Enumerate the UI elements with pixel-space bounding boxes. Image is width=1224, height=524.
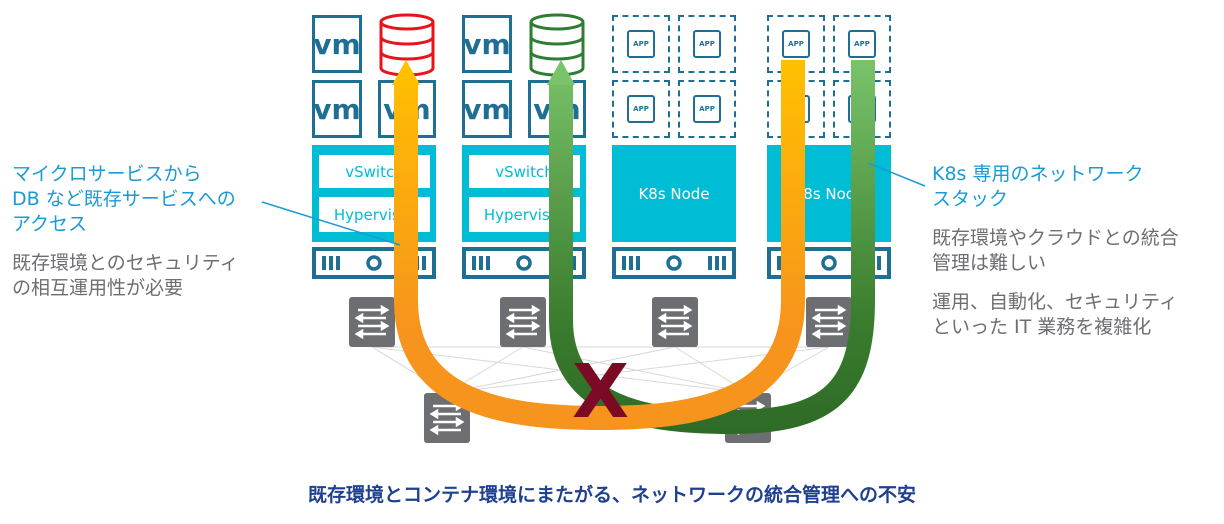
vm-box: vm <box>312 80 362 138</box>
text-line: アクセス <box>12 213 88 235</box>
text-line: 運用、自動化、セキュリティ <box>932 291 1178 313</box>
server-icon <box>612 247 736 279</box>
left-callout-line <box>261 201 401 246</box>
network-switch-icon <box>652 297 698 347</box>
vm-box: vm <box>312 15 362 73</box>
text-line: といった IT 業務を複雑化 <box>932 316 1152 338</box>
orange-flow <box>394 60 805 431</box>
right-callout-body-2: 運用、自動化、セキュリティ といった IT 業務を複雑化 <box>932 290 1179 340</box>
text-line: マイクロサービスから <box>12 163 202 185</box>
text-line: スタック <box>932 188 1009 210</box>
text-line: 既存環境やクラウドとの統合 <box>932 227 1179 249</box>
right-callout: K8s 専用のネットワーク スタック 既存環境やクラウドとの統合 管理は難しい … <box>932 162 1179 340</box>
green-flow <box>549 60 875 435</box>
network-switch-icon <box>806 297 852 347</box>
vm-box: vm <box>462 15 512 73</box>
pod-container <box>612 15 670 73</box>
network-switch-icon <box>500 297 546 347</box>
app-icon: APP <box>693 95 721 123</box>
app-icon: APP <box>693 30 721 58</box>
pod-container <box>678 15 736 73</box>
orange-arrowhead <box>392 60 420 85</box>
pod-container <box>678 80 736 138</box>
left-callout-body: 既存環境とのセキュリティ の相互運用性が必要 <box>12 251 239 301</box>
text-line: K8s 専用のネットワーク <box>932 163 1144 185</box>
pod-container <box>612 80 670 138</box>
text-line: DB など既存サービスへの <box>12 188 236 210</box>
left-callout-title: マイクロサービスから DB など既存サービスへの アクセス <box>12 162 239 237</box>
right-callout-title: K8s 専用のネットワーク スタック <box>932 162 1179 212</box>
k8s-node: K8s Node <box>612 145 736 242</box>
app-icon: APP <box>782 30 810 58</box>
database-icon <box>378 12 436 78</box>
right-callout-body-1: 既存環境やクラウドとの統合 管理は難しい <box>932 226 1179 276</box>
text-line: の相互運用性が必要 <box>12 277 184 299</box>
text-line: 既存環境とのセキュリティ <box>12 252 239 274</box>
app-icon: APP <box>627 95 655 123</box>
cross-mark: X <box>572 349 630 435</box>
network-switch-icon <box>424 393 470 443</box>
left-callout: マイクロサービスから DB など既存サービスへの アクセス 既存環境とのセキュリ… <box>12 162 239 301</box>
green-arrowhead <box>547 60 575 85</box>
app-icon: APP <box>848 30 876 58</box>
vm-box: vm <box>462 80 512 138</box>
text-line: 管理は難しい <box>932 252 1047 274</box>
network-switch-icon <box>349 297 395 347</box>
right-callout-line <box>867 162 926 187</box>
footer-caption: 既存環境とコンテナ環境にまたがる、ネットワークの統合管理への不安 <box>307 484 916 506</box>
app-icon: APP <box>627 30 655 58</box>
